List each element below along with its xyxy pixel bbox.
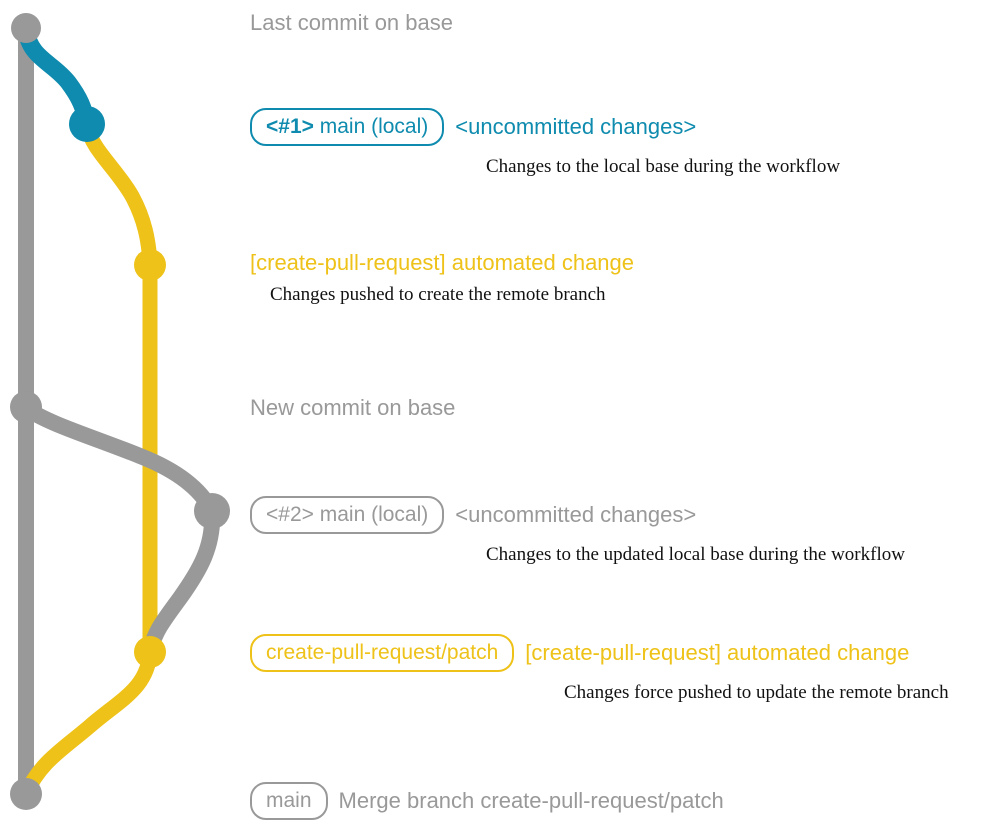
commit-headline: Last commit on base	[250, 12, 453, 34]
node-local-commit-1	[69, 106, 105, 142]
node-local-commit-2	[194, 493, 230, 529]
branch-badge-create-pull-request-patch[interactable]: create-pull-request/patch	[250, 634, 515, 672]
node-merge-commit	[10, 778, 42, 810]
gray-branch-line	[18, 400, 220, 519]
yellow-merge-line	[18, 644, 158, 802]
commit-graph	[10, 13, 230, 810]
commit-message: Merge branch create-pull-request/patch	[338, 788, 724, 813]
commit-row-local-commit-2: <#2> main (local) <uncommitted changes> …	[250, 496, 905, 564]
branch-badge-prefix: create-pull-request/patch	[266, 641, 499, 664]
branch-badge-prefix: main	[266, 789, 312, 812]
commit-row-patch-commit-1: [create-pull-request] automated change C…	[250, 252, 634, 305]
node-base-last-commit	[11, 13, 41, 43]
node-patch-commit-1	[134, 249, 166, 281]
commit-message: <uncommitted changes>	[455, 502, 697, 527]
branch-badge-suffix: main (local)	[313, 115, 429, 138]
branch-badge-main-local-1[interactable]: <#1> main (local)	[250, 108, 445, 146]
gray-rebase-line	[142, 503, 221, 660]
branch-badge-suffix: main (local)	[313, 503, 429, 526]
commit-description: Changes pushed to create the remote bran…	[270, 284, 606, 305]
node-patch-commit-2	[134, 636, 166, 668]
commit-row-patch-commit-2: create-pull-request/patch [create-pull-r…	[250, 634, 949, 702]
commit-message: Last commit on base	[250, 10, 453, 35]
branch-badge-main[interactable]: main	[250, 782, 328, 820]
branch-badge-prefix: <#1>	[266, 115, 314, 138]
commit-row-local-commit-1: <#1> main (local) <uncommitted changes> …	[250, 108, 840, 176]
commit-headline: <#2> main (local) <uncommitted changes>	[250, 496, 905, 534]
commit-description: Changes to the local base during the wor…	[486, 156, 841, 177]
commit-headline: create-pull-request/patch [create-pull-r…	[250, 634, 949, 672]
node-base-new-commit	[10, 391, 42, 423]
commit-description: Changes force pushed to update the remot…	[564, 682, 949, 703]
commit-message: [create-pull-request] automated change	[250, 250, 635, 275]
commit-row-new-commit-on-base: New commit on base	[250, 397, 455, 419]
commit-headline: main Merge branch create-pull-request/pa…	[250, 782, 724, 820]
commit-message: [create-pull-request] automated change	[525, 640, 910, 665]
commit-message: <uncommitted changes>	[455, 114, 697, 139]
branch-badge-main-local-2[interactable]: <#2> main (local)	[250, 496, 445, 534]
yellow-branch-line	[79, 118, 158, 660]
branch-badge-prefix: <#2>	[266, 503, 314, 526]
commit-headline: <#1> main (local) <uncommitted changes>	[250, 108, 840, 146]
commit-headline: [create-pull-request] automated change	[250, 252, 634, 274]
commit-description: Changes to the updated local base during…	[486, 544, 905, 565]
commit-message: New commit on base	[250, 395, 456, 420]
commit-row-merge-commit: main Merge branch create-pull-request/pa…	[250, 782, 724, 820]
commit-headline: New commit on base	[250, 397, 455, 419]
commit-row-last-commit-on-base: Last commit on base	[250, 12, 453, 34]
